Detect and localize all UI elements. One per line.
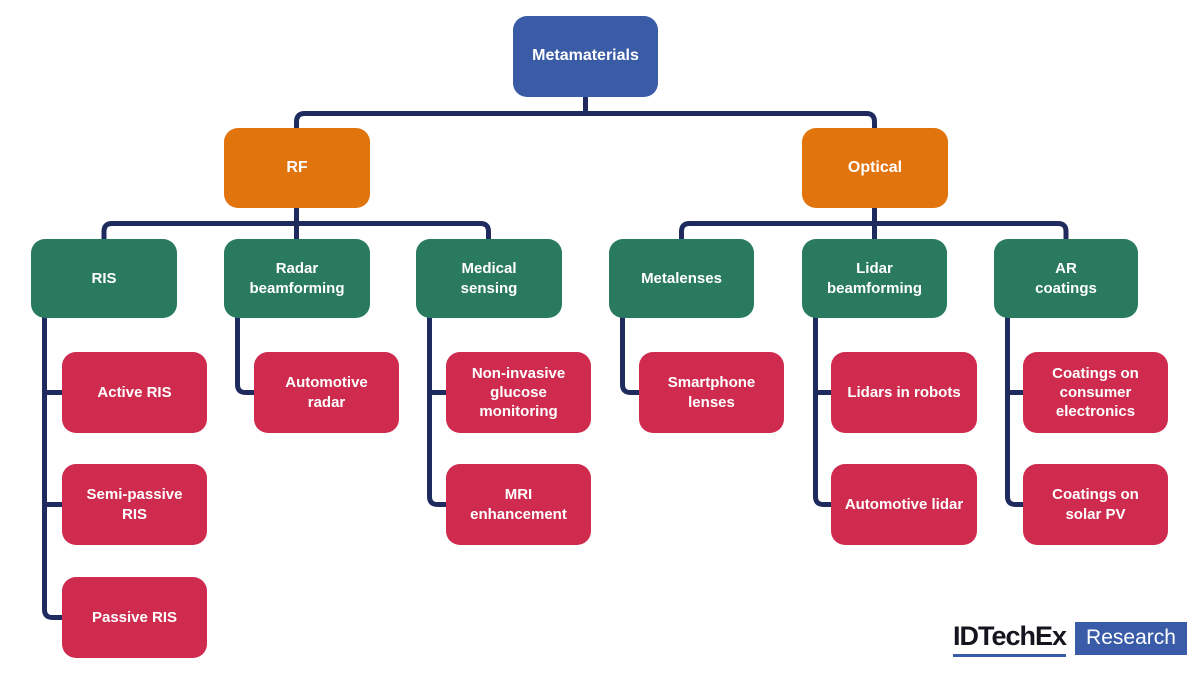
connector-optical-rail <box>679 221 1069 240</box>
connector-rf-rail <box>101 221 491 240</box>
node-radar-beamforming: Radar beamforming <box>224 239 370 318</box>
idtechex-research-badge: Research <box>1075 622 1187 656</box>
node-ris: RIS <box>31 239 177 318</box>
node-ar-coatings: AR coatings <box>994 239 1138 318</box>
node-non-invasive-glucose-monitoring: Non-invasive glucose monitoring <box>446 352 591 433</box>
node-mri-enhancement: MRI enhancement <box>446 464 591 545</box>
idtechex-brand-block: IDTechEx <box>953 621 1067 657</box>
node-semi-passive-ris: Semi-passive RIS <box>62 464 207 545</box>
node-optical: Optical <box>802 128 948 208</box>
node-automotive-lidar: Automotive lidar <box>831 464 977 545</box>
idtechex-brand-text: IDTechEx <box>953 621 1067 651</box>
node-coatings-solar-pv: Coatings on solar PV <box>1023 464 1168 545</box>
node-lidars-in-robots: Lidars in robots <box>831 352 977 433</box>
node-metalenses: Metalenses <box>609 239 754 318</box>
node-automotive-radar: Automotive radar <box>254 352 399 433</box>
idtechex-logo: IDTechEx Research <box>953 621 1187 657</box>
node-metamaterials: Metamaterials <box>513 16 658 97</box>
node-active-ris: Active RIS <box>62 352 207 433</box>
node-smartphone-lenses: Smartphone lenses <box>639 352 784 433</box>
node-lidar-beamforming: Lidar beamforming <box>802 239 947 318</box>
node-coatings-consumer-electronics: Coatings on consumer electronics <box>1023 352 1168 433</box>
node-medical-sensing: Medical sensing <box>416 239 562 318</box>
node-rf: RF <box>224 128 370 208</box>
connector-level1-rail <box>294 111 877 129</box>
node-passive-ris: Passive RIS <box>62 577 207 658</box>
idtechex-brand-underline <box>953 653 1067 657</box>
